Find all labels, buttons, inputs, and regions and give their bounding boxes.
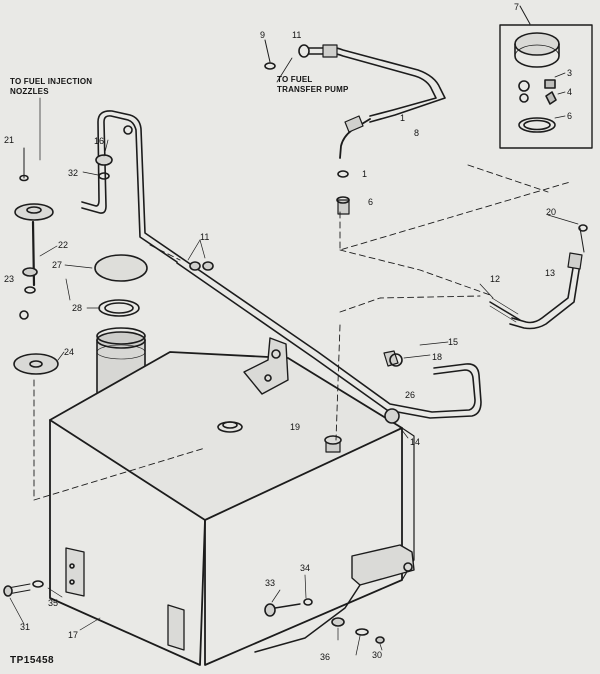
callout-9-top: 9	[260, 30, 266, 40]
callout-3-inset: 3	[567, 68, 573, 78]
callout-7-inset: 7	[514, 2, 520, 12]
caption-injection-line1: TO FUEL INJECTION	[10, 77, 93, 86]
callout-22: 22	[58, 240, 69, 250]
callout-12: 12	[490, 274, 501, 284]
callout-15: 15	[448, 337, 459, 347]
caption-injection-line2: NOZZLES	[10, 87, 49, 96]
callout-31: 31	[20, 622, 31, 632]
caption-transfer-line2: TRANSFER PUMP	[277, 85, 349, 94]
inset-detail-box	[499, 5, 593, 149]
return-line	[176, 256, 482, 419]
callout-1-top-a: 1	[400, 113, 406, 123]
callout-17: 17	[68, 630, 79, 640]
callout-11: 11	[200, 232, 210, 242]
callout-1-top-b: 1	[362, 169, 368, 179]
callout-32: 32	[68, 168, 79, 178]
callout-24: 24	[64, 347, 75, 357]
callout-26: 26	[405, 390, 416, 400]
sending-unit	[13, 147, 59, 375]
callout-19: 19	[290, 422, 301, 432]
callout-34: 34	[300, 563, 311, 573]
callout-21: 21	[4, 135, 15, 145]
caption-transfer-line1: TO FUEL	[277, 75, 313, 84]
callout-35: 35	[48, 598, 59, 608]
callout-23: 23	[4, 274, 15, 284]
transfer-pump-line	[264, 39, 446, 215]
callout-8-top: 8	[414, 128, 420, 138]
callout-33: 33	[265, 578, 276, 588]
callout-28: 28	[72, 303, 83, 313]
callout-13: 13	[545, 268, 556, 278]
callout-4-inset: 4	[567, 87, 573, 97]
figure-id: TP15458	[10, 655, 55, 666]
callout-20: 20	[546, 207, 557, 217]
callout-18: 18	[432, 352, 443, 362]
callout-11-top: 11	[292, 30, 302, 40]
callout-30: 30	[372, 650, 383, 660]
callout-6-inset: 6	[567, 111, 573, 121]
callout-36: 36	[320, 652, 331, 662]
callout-14: 14	[410, 437, 421, 447]
injection-line	[81, 110, 181, 263]
callout-27: 27	[52, 260, 63, 270]
callout-6-top: 6	[368, 197, 374, 207]
inset-cap-icon	[514, 32, 560, 68]
right-pipe	[489, 224, 588, 330]
callout-16: 16	[94, 136, 105, 146]
reference-lines	[33, 164, 571, 501]
inset-gasket-icon	[518, 117, 556, 133]
inset-valve-icon	[518, 79, 557, 105]
leader-lines	[9, 97, 579, 656]
fuel-tank	[3, 337, 415, 666]
